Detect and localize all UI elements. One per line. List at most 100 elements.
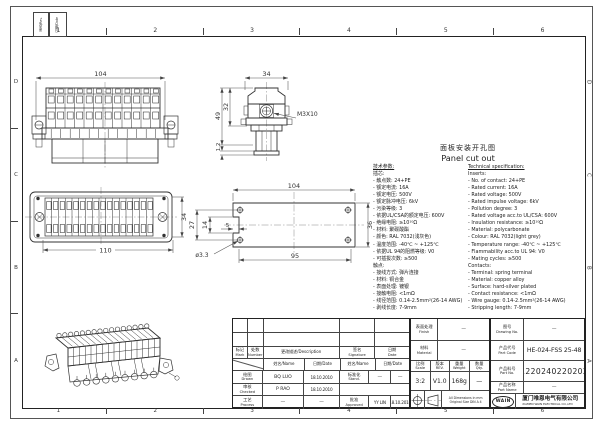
- signoff-drawn-date: 18.10.2010: [304, 371, 340, 384]
- side-screw-label: M3X10: [297, 111, 318, 118]
- finish-value: —: [438, 319, 489, 341]
- wain-logo-icon: WAIN: [492, 395, 515, 408]
- spec-line-zh: 技术参数:: [373, 164, 395, 170]
- spec-line-zh: - 接触电阻: <1mΩ: [373, 290, 415, 297]
- cutout-dim-notch-depth: 5: [226, 223, 230, 229]
- weight-value: 168g: [450, 372, 470, 391]
- spec-line-en: - Stripping length: 7-9mm: [468, 304, 532, 311]
- spec-line-zh: - 额定脉冲电压: 6kV: [373, 199, 419, 206]
- outer-border: [10, 6, 593, 419]
- grid-row-label: B: [10, 222, 22, 315]
- grid-col-label: 4: [300, 408, 398, 418]
- spec-line-en: - Surface: hard-silver plated: [468, 283, 537, 290]
- dimensions-note: All Dimensions in mm Original Size DIN A…: [448, 395, 483, 404]
- grid-col-label: 5: [397, 408, 494, 418]
- cutout-dim-hole-span: 27: [188, 221, 196, 229]
- rev-empty-cell: [339, 319, 376, 333]
- corner-date-text: 日期/Date: [54, 16, 59, 33]
- spec-line-en: - Pollution degree: 3: [468, 206, 518, 213]
- signoff-stand-date: —: [391, 371, 410, 384]
- spec-line-en: - Rated voltage: 500V: [468, 192, 522, 199]
- grid-col-label: 6: [540, 408, 545, 414]
- drawing-no-value: —: [524, 319, 584, 341]
- grid-col-label: 1: [10, 6, 107, 35]
- grid-row-label: A: [585, 358, 592, 363]
- spec-line-en: Inserts:: [468, 171, 487, 178]
- spec-line-en: Technical specification:: [468, 164, 525, 170]
- rev-empty-cell: [233, 333, 248, 347]
- grid-col-label: 3: [204, 408, 301, 418]
- grid-row-label: C: [585, 173, 592, 178]
- side-dim-inner-height: 32: [222, 103, 230, 111]
- spec-line-zh: - 材料: 聚碳酸酯: [373, 227, 409, 234]
- spec-line-en: - Rated current: 16A: [468, 185, 518, 192]
- grid-col-label: 5: [397, 6, 494, 35]
- rev-empty-cell: [247, 333, 264, 347]
- spec-line-en: - Wire gauge: 0.14-2.5mm²(26-14 AWG): [468, 297, 566, 304]
- projection-symbol-cone: [424, 391, 443, 409]
- spec-line-en: Contacts:: [468, 262, 492, 269]
- spec-line-en: - Contact resistance: <1mΩ: [468, 290, 536, 297]
- signoff-approved-date: 18.10.2010: [391, 400, 409, 405]
- signoff-name-header: 姓名/Name: [263, 359, 306, 371]
- spec-line-en: - Colour: RAL 7032(light grey): [468, 234, 541, 241]
- projection-symbol-target: [411, 391, 425, 409]
- cutout-dim-width: 104: [288, 182, 300, 190]
- spec-column-zh: 技术参数:插芯:- 触点数: 24+PE- 额定电流: 16A- 额定电压: 5…: [373, 164, 468, 312]
- spec-line-en: - Rated impulse voltage: 6kV: [468, 199, 539, 206]
- projection-cone-icon: [424, 394, 441, 406]
- spec-line-en: - Material: polycarbonate: [468, 227, 530, 234]
- spec-line-zh: - 额定电压: 500V: [373, 192, 412, 199]
- scale-value: 3:2: [411, 372, 431, 391]
- signoff-checked-date: 18.10.2010: [304, 384, 340, 396]
- spec-line-en: - No. of contact: 24+PE: [468, 178, 526, 185]
- spec-line-zh: - 温度范围: -40℃ ~ +125℃: [373, 241, 439, 248]
- grid-row-label: D: [10, 36, 22, 129]
- spec-line-zh: - 依据UL 94的阻燃等级: V0: [373, 248, 435, 255]
- signoff-diagonal-cell: [233, 359, 264, 371]
- spec-line-en: - Mating cycles: ≥500: [468, 255, 522, 262]
- rev-empty-cell: [263, 319, 340, 333]
- spec-line-zh: 插芯:: [373, 171, 385, 178]
- spec-line-zh: 触点:: [373, 262, 385, 269]
- grid-col-label: 4: [300, 6, 398, 35]
- spec-line-zh: - 颜色: RAL 7032(浅灰色): [373, 234, 432, 241]
- side-view-drawing: 34 49 32 1.2 M3X10: [214, 70, 318, 161]
- spec-line-zh: - 剥线长度: 7-9mm: [373, 304, 417, 311]
- rev-empty-cell: [247, 319, 264, 333]
- spec-line-zh: - 额定电流: 16A: [373, 185, 409, 192]
- signoff-drawn-name: BQ LUO: [262, 371, 305, 384]
- grid-row-label: C: [10, 129, 22, 222]
- rev-empty-cell: [375, 333, 409, 347]
- rev-empty-cell: [339, 333, 376, 347]
- rev-empty-cell: [375, 319, 409, 333]
- part-no-value: 1220240220202: [524, 361, 584, 382]
- grid-row-label: D: [585, 80, 592, 85]
- spec-line-zh: - 污染等级: 3: [373, 206, 403, 213]
- cutout-dim-bottom: 95: [291, 252, 299, 260]
- rev-header-description: 更改描述/Description: [263, 347, 340, 359]
- panel-cutout-title: 面板安装开孔图 Panel cut out: [408, 144, 528, 163]
- front-dim-width: 104: [94, 70, 106, 78]
- signoff-date-header: 日期/Date: [305, 359, 341, 371]
- top-dim-width: 110: [99, 247, 111, 255]
- grid-col-label: 1: [10, 408, 107, 418]
- spec-line-zh: - 触点数: 24+PE: [373, 178, 411, 185]
- grid-row-label: B: [585, 265, 592, 270]
